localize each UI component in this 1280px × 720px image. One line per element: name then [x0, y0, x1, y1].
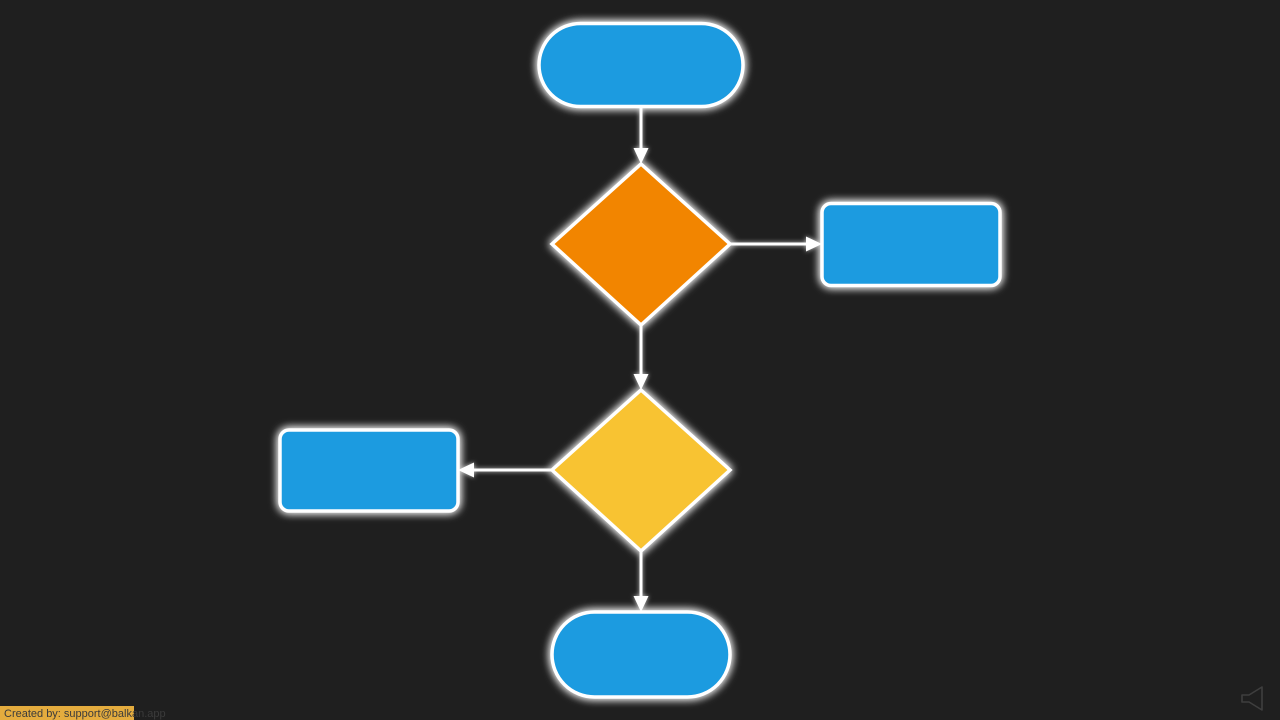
node-start-terminator[interactable]	[537, 21, 745, 109]
mute-button[interactable]	[1241, 686, 1263, 711]
connector-decision2-to-process-left	[458, 462, 552, 478]
arrowhead-right-icon	[806, 236, 822, 252]
node-decision-1[interactable]	[549, 161, 733, 328]
arrowhead-down-icon	[633, 596, 649, 612]
connector-decision2-to-end	[633, 551, 649, 612]
node-decision-2[interactable]	[549, 387, 733, 554]
footer-watermark: Created by: support@balkan.app	[0, 706, 166, 720]
node-process-right[interactable]	[820, 201, 1002, 288]
connector-start-to-decision1	[633, 107, 649, 164]
node-end-terminator[interactable]	[550, 610, 732, 699]
speaker-muted-icon[interactable]	[1241, 686, 1263, 711]
footer-watermark-background	[0, 706, 134, 720]
arrowhead-down-icon	[633, 374, 649, 390]
node-process-left[interactable]	[278, 428, 460, 513]
connector-decision1-to-decision2	[633, 325, 649, 390]
connector-decision1-to-process-right	[730, 236, 822, 252]
footer-watermark-text: Created by: support@balkan.app	[4, 708, 166, 720]
arrowhead-down-icon	[633, 148, 649, 164]
arrowhead-left-icon	[458, 462, 474, 478]
